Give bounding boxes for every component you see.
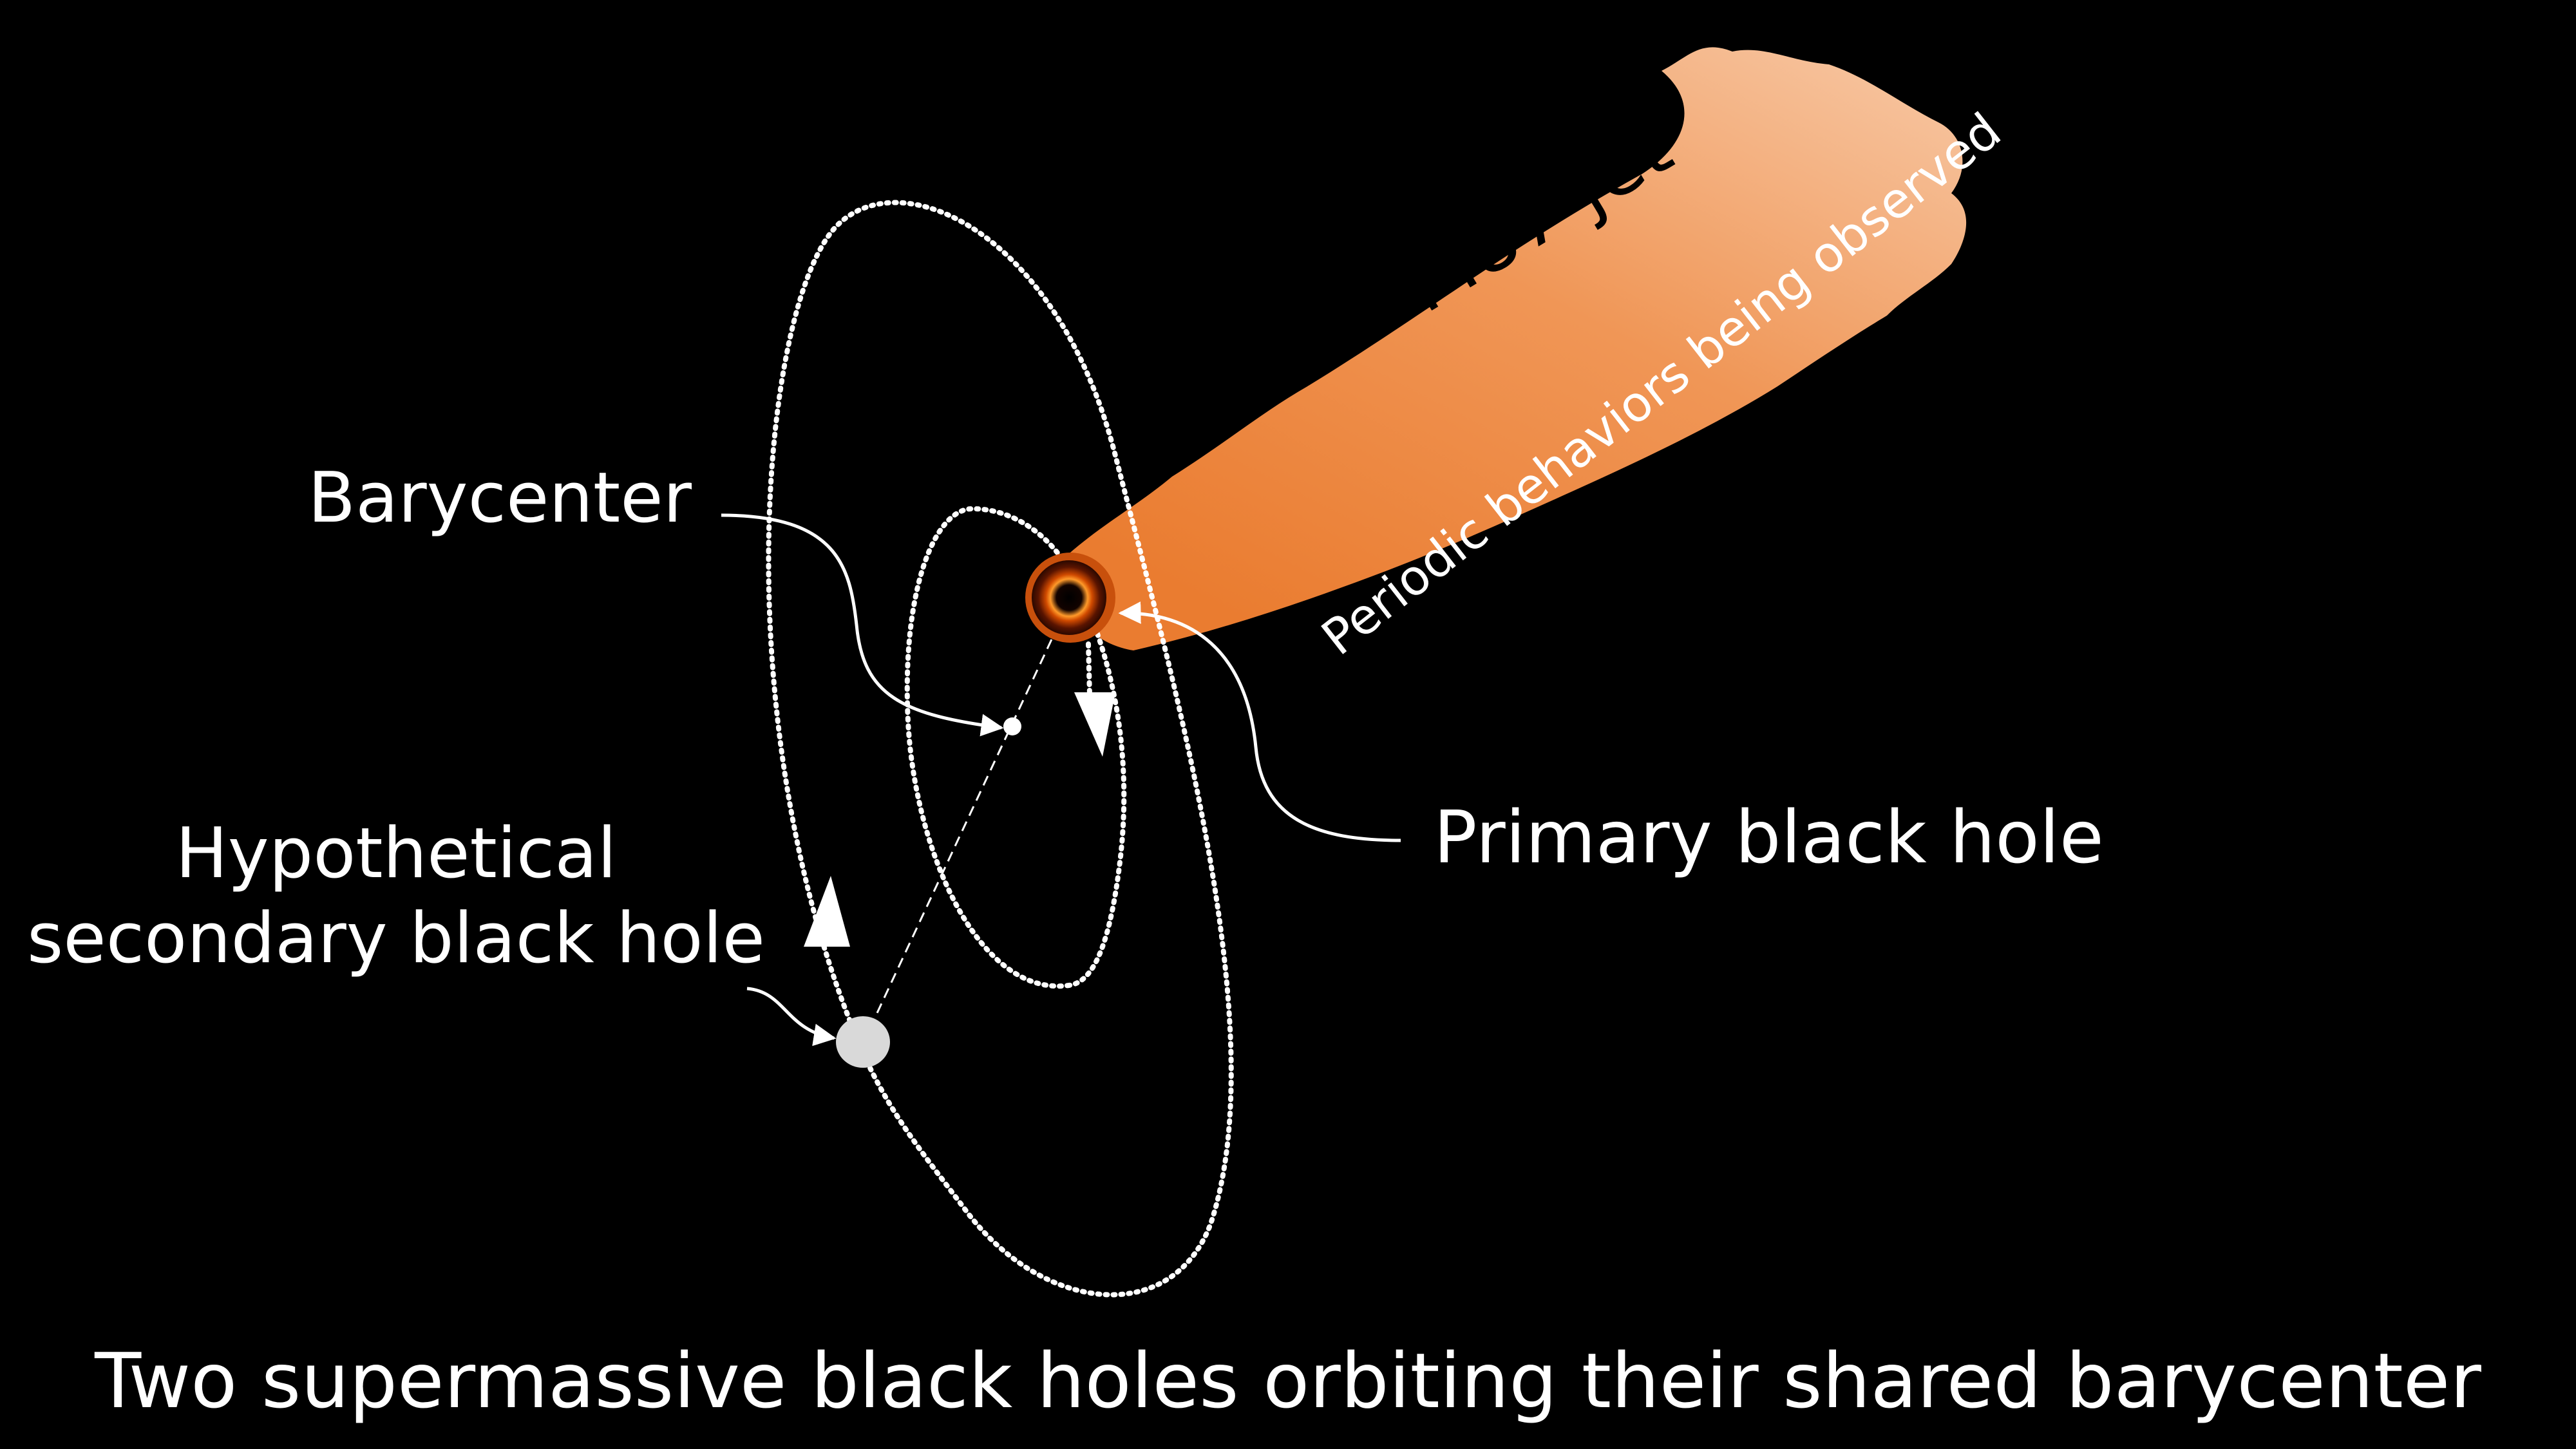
secondary-leader-arrow: [746, 987, 837, 1046]
primary-black-hole-label: Primary black hole: [1434, 796, 2104, 880]
secondary-black-hole: [836, 1016, 890, 1068]
secondary-black-hole-label: Hypothetical secondary black hole: [27, 813, 765, 979]
primary-orbit-direction-arrow: [1086, 641, 1092, 698]
barycenter-axis: [862, 601, 1070, 1044]
m87-jet: [1056, 47, 1967, 650]
diagram-caption: Two supermassive black holes orbiting th…: [95, 1336, 2481, 1425]
secondary-orbit: [766, 200, 1234, 1298]
barycenter-label: Barycenter: [308, 458, 692, 538]
primary-orbit-arrowhead: [1074, 692, 1115, 757]
primary-leader-arrow: [1118, 601, 1401, 842]
primary-orbit: [904, 506, 1127, 989]
barycenter-point: [1003, 717, 1021, 735]
secondary-orbit-arrowhead: [804, 876, 850, 947]
primary-black-hole: [1032, 560, 1106, 635]
barycenter-leader-arrow: [721, 513, 1004, 737]
